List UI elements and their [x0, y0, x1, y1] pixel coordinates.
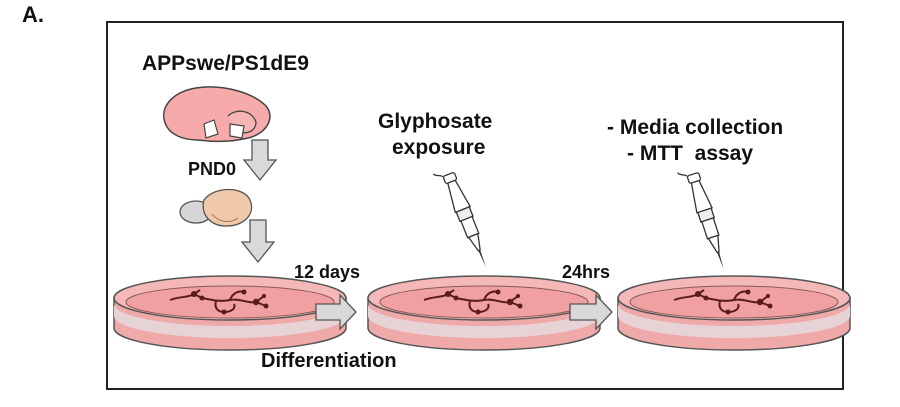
mouse-strain-label: APPswe/PS1dE9 [142, 52, 309, 75]
experiment-panel [106, 21, 844, 390]
neuron-culture-icon [368, 276, 600, 350]
readout-mtt-assay: - MTT assay [627, 142, 754, 165]
readout-media-collection: - Media collection [607, 116, 784, 139]
down-arrow-icon [240, 219, 276, 264]
pipette-icon [676, 165, 732, 275]
pup-icon [163, 86, 271, 143]
treatment-label-line2: exposure [392, 136, 486, 159]
neuron-culture-icon [618, 276, 850, 350]
differentiation-label: Differentiation [261, 350, 397, 372]
neuron-culture-icon [114, 276, 346, 350]
right-arrow-icon [569, 293, 613, 331]
age-label: PND0 [188, 159, 237, 179]
right-arrow-icon [315, 293, 357, 331]
brain-icon [179, 188, 253, 227]
down-arrow-icon [242, 139, 278, 182]
panel-label: A. [22, 2, 44, 27]
treatment-label-line1: Glyphosate [378, 110, 493, 133]
interval-label-12-days: 12 days [294, 262, 361, 282]
interval-label-24hrs: 24hrs [562, 262, 611, 282]
pipette-icon [432, 165, 495, 273]
